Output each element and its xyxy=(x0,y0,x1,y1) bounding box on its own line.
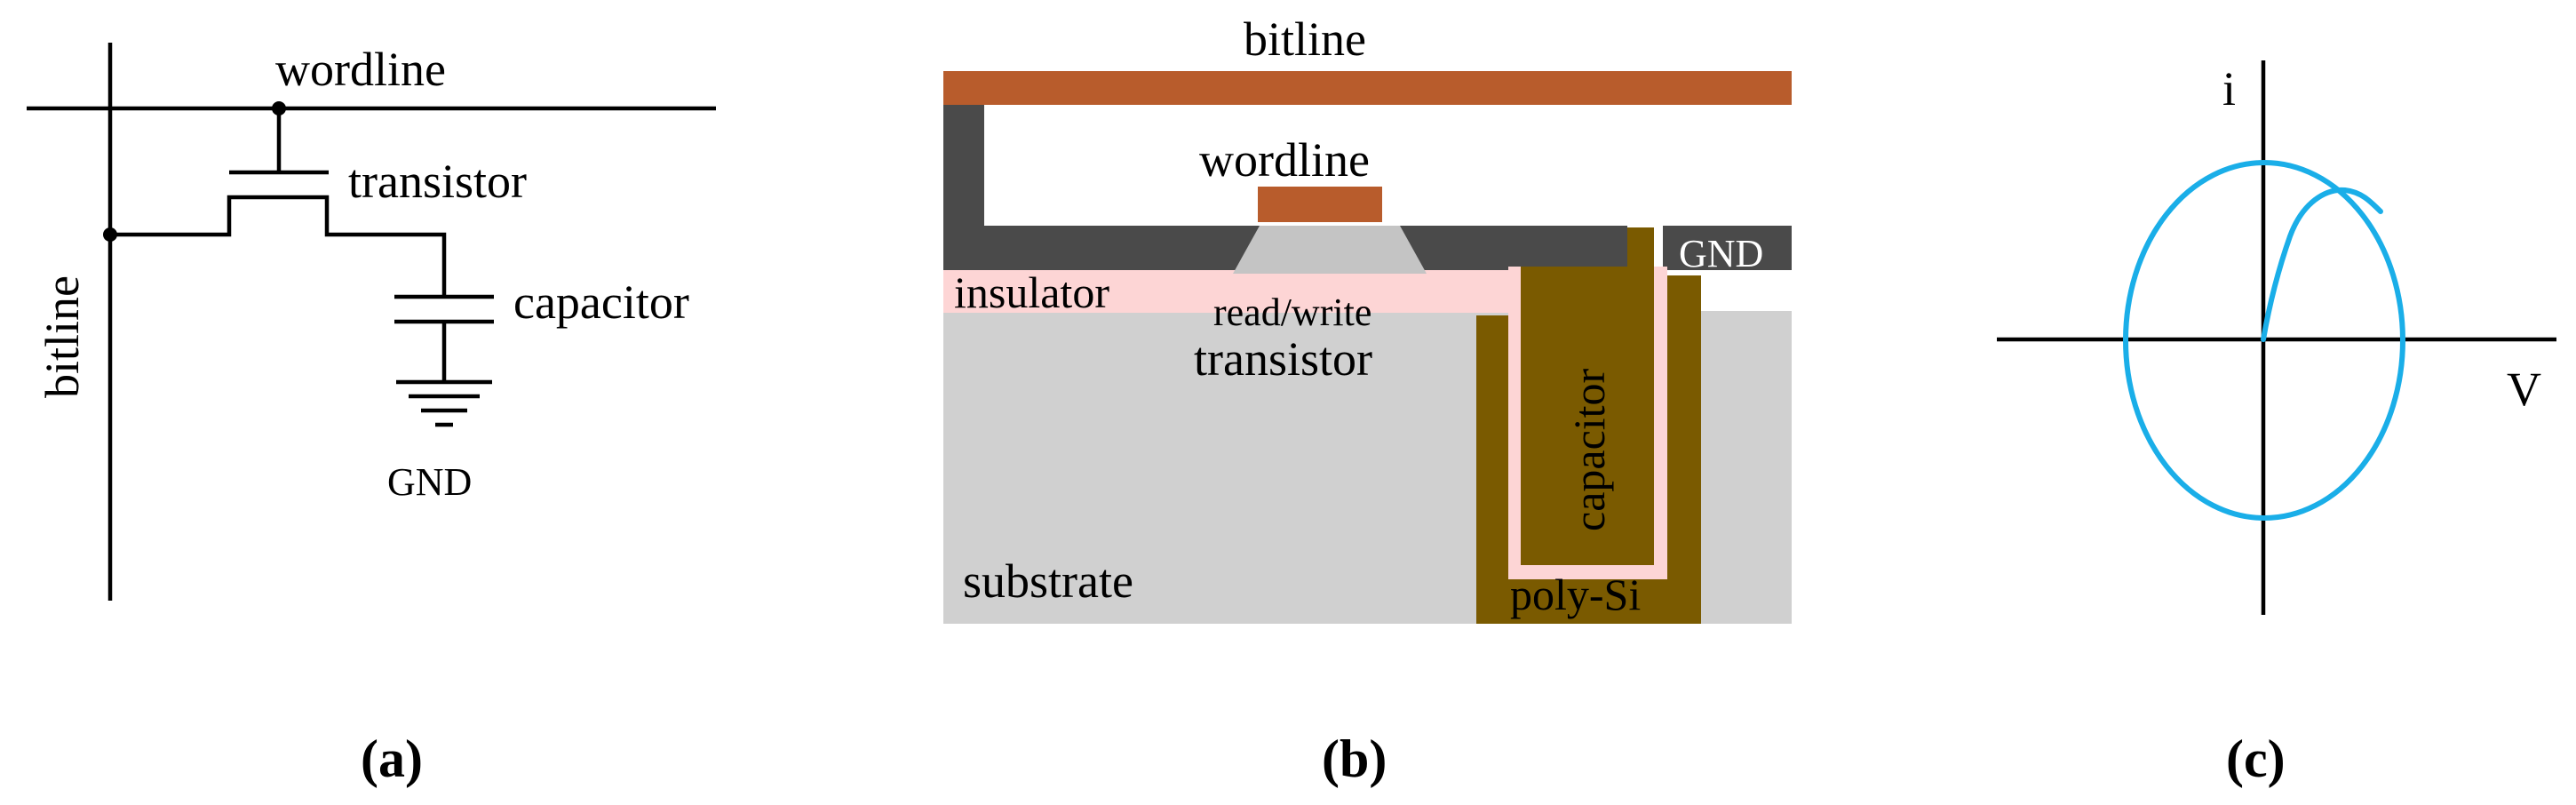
gate-oxide xyxy=(1233,226,1427,274)
panel-b-wordline-label: wordline xyxy=(1199,133,1370,187)
initial-polarization-curve xyxy=(2261,187,2383,342)
panel-a-circuit: wordline transistor capacitor GND bitlin… xyxy=(27,43,716,788)
panel-b-gnd-label: GND xyxy=(1679,232,1763,275)
panel-b-read-write-label: read/write xyxy=(1213,291,1371,334)
panel-c-iv-plot: i V (c) xyxy=(1997,60,2556,788)
panel-a-wordline-label: wordline xyxy=(275,43,446,96)
panel-a-gnd-label: GND xyxy=(387,460,472,504)
panel-a-bitline-label: bitline xyxy=(36,275,89,398)
bitline-contact-via xyxy=(943,98,984,270)
panel-b-bitline-label: bitline xyxy=(1244,12,1366,66)
y-axis-label: i xyxy=(2222,62,2236,116)
panel-b-substrate-label: substrate xyxy=(963,554,1133,608)
panel-b-cross-section: bitline wordline GND insulator read/writ… xyxy=(943,12,1792,788)
x-axis-label: V xyxy=(2507,363,2541,416)
panel-a-tag: (a) xyxy=(361,729,423,788)
gnd-plate xyxy=(1663,226,1792,270)
panel-b-insulator-label: insulator xyxy=(954,267,1109,317)
panel-a-capacitor-label: capacitor xyxy=(513,275,689,329)
panel-c-tag: (c) xyxy=(2226,729,2286,788)
panel-b-poly-si-label: poly-Si xyxy=(1510,570,1641,619)
insulator-layer xyxy=(943,267,1515,313)
panel-b-transistor-label: transistor xyxy=(1194,332,1372,386)
panel-b-capacitor-label: capacitor xyxy=(1564,368,1614,531)
capacitor-fill xyxy=(1521,227,1654,565)
poly-si-trench xyxy=(1476,275,1701,624)
wordline-metal xyxy=(1258,187,1382,222)
transistor-channel xyxy=(110,195,447,297)
bitline-metal xyxy=(943,71,1792,105)
panel-b-tag: (b) xyxy=(1322,729,1387,788)
ground-symbol xyxy=(396,379,492,427)
panel-a-transistor-label: transistor xyxy=(348,155,527,208)
hysteresis-loop xyxy=(2123,160,2405,521)
